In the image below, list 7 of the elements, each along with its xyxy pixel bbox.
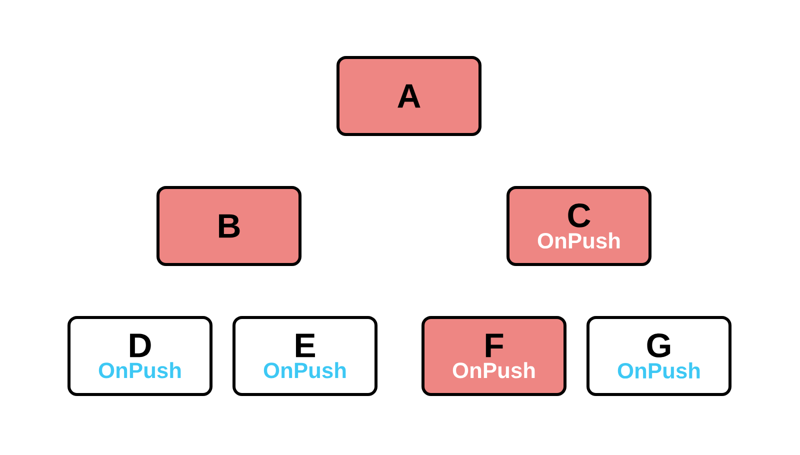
letter-box: A: [336, 56, 482, 136]
letter-box: E OnPush: [232, 316, 378, 396]
letter-box: C OnPush: [506, 186, 652, 266]
letter-box: D OnPush: [68, 316, 212, 396]
letter-box: B: [156, 186, 302, 266]
letter-box: G OnPush: [586, 316, 732, 396]
letter-box: F OnPush: [422, 316, 566, 396]
